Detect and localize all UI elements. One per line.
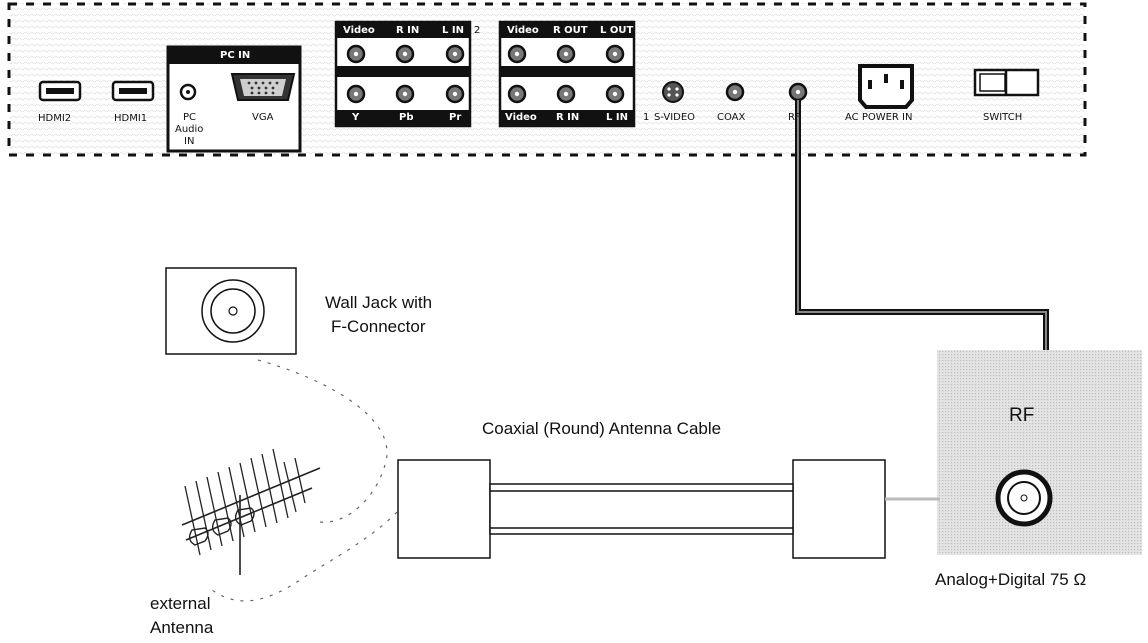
- in2-number: 2: [474, 25, 481, 36]
- ac-power-inlet: [858, 64, 914, 109]
- hdmi1-port: [111, 80, 155, 102]
- antenna-icon: [181, 448, 321, 575]
- ypbpr-y-label: Y: [352, 112, 360, 123]
- out-video-label: Video: [507, 25, 539, 36]
- rf-box-label: RF: [1009, 405, 1035, 426]
- wall-jack-label-line1: Wall Jack with: [325, 293, 433, 312]
- wall-jack: [165, 267, 297, 355]
- in2-lin-label: L IN: [442, 25, 464, 36]
- in1-number: 1: [643, 112, 650, 123]
- rf-spec-label: Analog+Digital 75 Ω: [935, 570, 1087, 589]
- hdmi2-port: [38, 80, 82, 102]
- switch-label: SWITCH: [983, 112, 1023, 123]
- in1-video-label: Video: [505, 112, 537, 123]
- ypbpr-pb-label: Pb: [399, 112, 414, 123]
- rf-terminal-box: [937, 350, 1142, 555]
- av-in2-group: [334, 20, 472, 128]
- pc-audio-jack: [179, 83, 197, 101]
- av-out-in1-group: [498, 20, 636, 128]
- cable-label: Coaxial (Round) Antenna Cable: [482, 419, 722, 438]
- out-lout-label: L OUT: [600, 25, 634, 36]
- ypbpr-pr-label: Pr: [449, 112, 462, 123]
- coax-port: [725, 82, 745, 102]
- vga-label: VGA: [252, 112, 274, 123]
- rf-port: [788, 82, 808, 102]
- pc-audio-label-line1: PC: [183, 112, 197, 123]
- antenna-label-line2: Antenna: [150, 618, 214, 637]
- dashed-connection-curve: [211, 359, 398, 602]
- hdmi1-label: HDMI1: [114, 113, 148, 124]
- coaxial-cable: [397, 459, 940, 559]
- in1-rin-label: R IN: [556, 112, 580, 123]
- in1-lin-label: L IN: [606, 112, 628, 123]
- svideo-port: [662, 81, 684, 103]
- rca-jacks: [346, 44, 625, 104]
- pc-audio-label-line2: Audio: [175, 124, 204, 135]
- hdmi2-label: HDMI2: [38, 113, 72, 124]
- in2-video-label: Video: [343, 25, 375, 36]
- rf-port-label: RF: [788, 112, 801, 123]
- pc-audio-label-line3: IN: [184, 136, 195, 147]
- ac-power-label: AC POWER IN: [845, 112, 913, 123]
- coax-label: COAX: [717, 112, 746, 123]
- in2-rin-label: R IN: [396, 25, 420, 36]
- power-switch: [973, 68, 1040, 97]
- wall-jack-label-line2: F-Connector: [331, 317, 426, 336]
- pc-in-title: PC IN: [220, 50, 251, 61]
- antenna-label-line1: external: [150, 594, 211, 613]
- out-rout-label: R OUT: [553, 25, 588, 36]
- svideo-label: S-VIDEO: [654, 112, 696, 123]
- vga-port: [230, 73, 296, 101]
